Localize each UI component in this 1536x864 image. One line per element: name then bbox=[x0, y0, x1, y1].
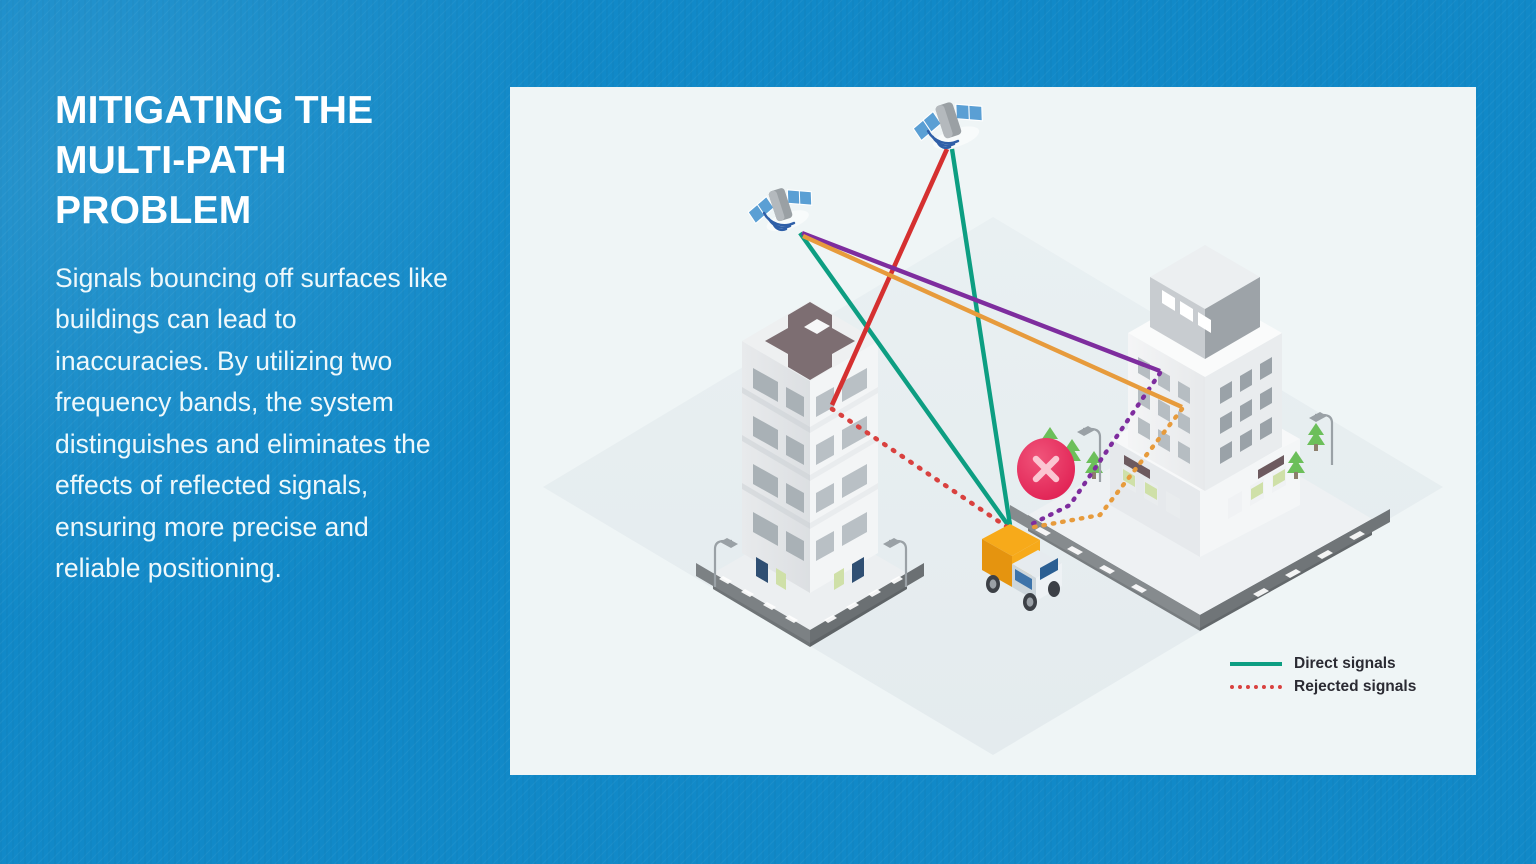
direct-signal-left-satellite bbox=[798, 231, 1010, 527]
body-paragraph: Signals bouncing off surfaces like build… bbox=[55, 262, 448, 583]
direct-signal-top-satellite bbox=[949, 148, 1013, 526]
signal-waves-left-satellite bbox=[762, 211, 796, 232]
signal-waves-top-satellite bbox=[926, 129, 960, 150]
x-circle-icon bbox=[1017, 438, 1075, 500]
windows-right-building-right-face bbox=[1220, 357, 1272, 464]
incident-signal-purple bbox=[801, 230, 1161, 374]
rejected-signal-purple-dotted bbox=[1027, 370, 1163, 528]
lamp-head-right bbox=[883, 538, 901, 548]
trees-right bbox=[1287, 423, 1325, 479]
legend-label-rejected-signals: Rejected signals bbox=[1294, 677, 1417, 695]
road-right-building bbox=[1010, 505, 1390, 631]
ground-floor-entrances-left bbox=[756, 557, 864, 590]
penthouse-windows bbox=[1162, 290, 1211, 333]
windows-left-face bbox=[753, 368, 804, 561]
building-right bbox=[1010, 245, 1390, 631]
legend-swatch-rejected-signals bbox=[1230, 684, 1282, 689]
windows-right-face bbox=[816, 368, 867, 561]
lamp-head-plaza-right bbox=[1309, 412, 1327, 422]
page-title: MITIGATING THE MULTI-PATH PROBLEM bbox=[55, 89, 374, 232]
delivery-truck-icon bbox=[982, 524, 1062, 611]
rejected-signal-orange-dotted bbox=[1031, 406, 1185, 530]
multipath-diagram bbox=[543, 102, 1443, 755]
road-left-building bbox=[696, 563, 924, 647]
rejected-signal-red-dotted bbox=[829, 406, 1010, 530]
lamp-head-left bbox=[720, 538, 738, 548]
illustration-panel: Direct signals Rejected signals bbox=[510, 87, 1476, 775]
text-column: MITIGATING THE MULTI-PATH PROBLEM Signal… bbox=[55, 86, 450, 589]
legend-item-direct: Direct signals bbox=[1230, 652, 1416, 675]
legend: Direct signals Rejected signals bbox=[1230, 652, 1416, 698]
roof-left-building bbox=[742, 301, 878, 381]
building-left bbox=[696, 301, 924, 647]
satellite-icon-left bbox=[747, 188, 813, 232]
legend-item-rejected: Rejected signals bbox=[1230, 675, 1416, 698]
lamp-head-plaza-left bbox=[1077, 426, 1095, 436]
legend-swatch-direct-signals bbox=[1230, 661, 1282, 666]
shopfronts-right bbox=[1228, 455, 1286, 519]
incident-signal-orange bbox=[802, 233, 1183, 410]
legend-label-direct-signals: Direct signals bbox=[1294, 654, 1396, 672]
